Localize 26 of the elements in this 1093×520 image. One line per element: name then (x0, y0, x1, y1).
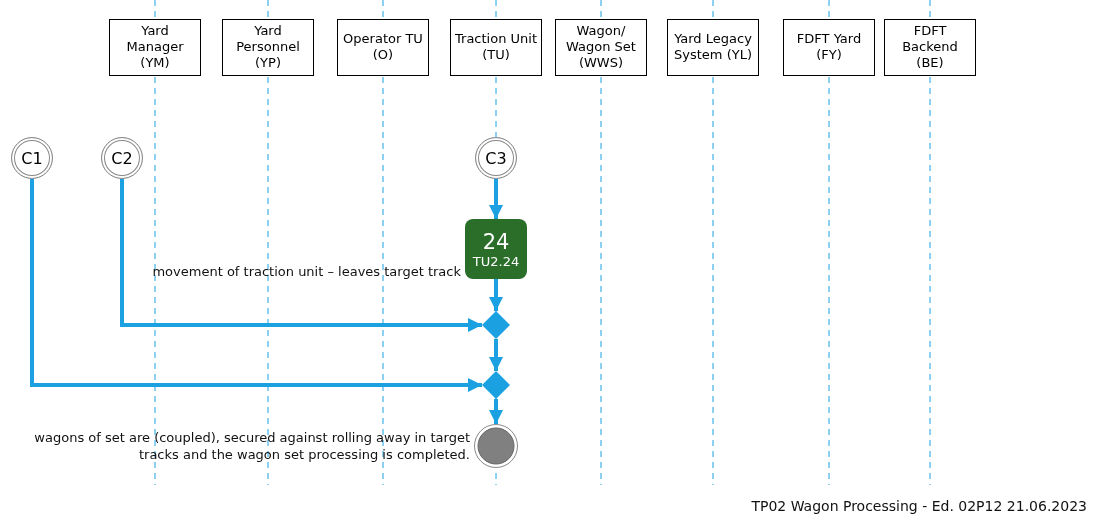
lane-header: FDFT Yard (FY) (783, 18, 875, 76)
lane-header: Traction Unit (TU) (450, 18, 542, 76)
lane-header: Operator TU (O) (337, 18, 429, 76)
arrow (30, 179, 482, 392)
merge-diamond (482, 311, 510, 339)
process-box (465, 219, 527, 279)
lane-header: Yard Manager (YM) (109, 18, 201, 76)
step-description: wagons of set are (coupled), secured against rolling away in target tracks and the wagon set processing is completed. (33, 429, 470, 463)
connector-circle: C1 (11, 137, 53, 179)
arrow (489, 399, 503, 424)
connector-circle: C3 (475, 137, 517, 179)
arrow (489, 279, 503, 311)
step-description: movement of traction unit – leaves target track (152, 263, 461, 280)
merge-diamond (482, 371, 510, 399)
step-number: 24 (482, 229, 510, 254)
lane-header: Yard Personnel (YP) (222, 18, 314, 76)
lane-header: Yard Legacy System (YL) (667, 18, 759, 76)
end-circle (474, 424, 518, 468)
connector-circle: C2 (101, 137, 143, 179)
lane-header: Wagon/ Wagon Set (WWS) (555, 18, 647, 76)
lane-header: FDFT Backend (BE) (884, 18, 976, 76)
arrow (489, 179, 503, 219)
footer-note: TP02 Wagon Processing - Ed. 02P12 21.06.2023 (751, 498, 1087, 514)
arrow (489, 339, 503, 371)
step-code: TU2.24 (472, 253, 520, 269)
arrow (120, 179, 482, 332)
